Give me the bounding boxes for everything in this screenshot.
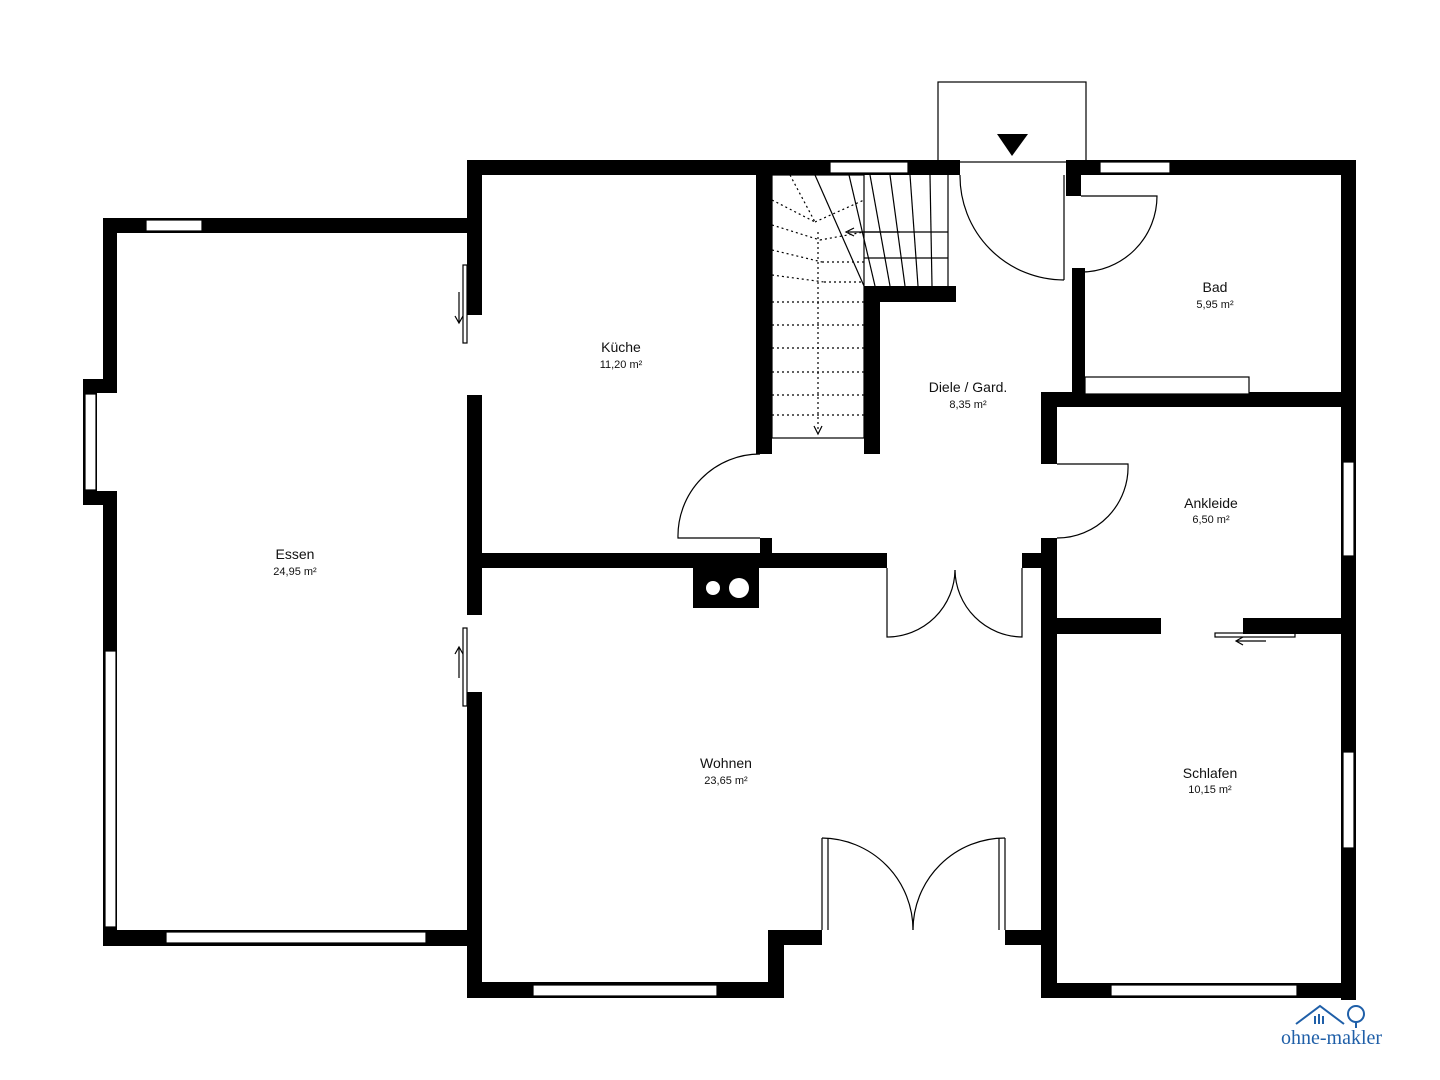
room-area-kueche: 11,20 m² [600, 359, 643, 371]
swing-doors [677, 174, 1158, 931]
room-name-diele: Diele / Gard. [929, 379, 1008, 395]
room-area-wohnen: 23,65 m² [704, 775, 748, 787]
room-area-bad: 5,95 m² [1196, 299, 1234, 311]
sliding-doors [454, 264, 1296, 707]
room-name-bad: Bad [1203, 279, 1228, 295]
room-labels: Essen 24,95 m² Küche 11,20 m² Diele / Ga… [273, 279, 1238, 796]
room-name-kueche: Küche [601, 339, 641, 355]
room-name-essen: Essen [276, 546, 315, 562]
room-name-schlafen: Schlafen [1183, 765, 1237, 781]
entrance-canopy [937, 81, 1087, 163]
windows [84, 161, 1355, 997]
room-area-essen: 24,95 m² [273, 566, 317, 578]
entrance-arrow-icon [997, 134, 1028, 156]
staircase [771, 174, 949, 439]
interior-walls [467, 168, 1356, 948]
room-area-schlafen: 10,15 m² [1188, 784, 1232, 796]
ohne-makler-logo: ohne-makler [1281, 1004, 1382, 1049]
room-area-ankleide: 6,50 m² [1192, 514, 1230, 526]
room-area-diele: 8,35 m² [949, 399, 987, 411]
house-icon [1295, 1004, 1345, 1025]
tree-icon [1347, 1005, 1365, 1023]
room-name-ankleide: Ankleide [1184, 495, 1238, 511]
room-name-wohnen: Wohnen [700, 755, 752, 771]
logo-text: ohne-makler [1281, 1027, 1382, 1049]
